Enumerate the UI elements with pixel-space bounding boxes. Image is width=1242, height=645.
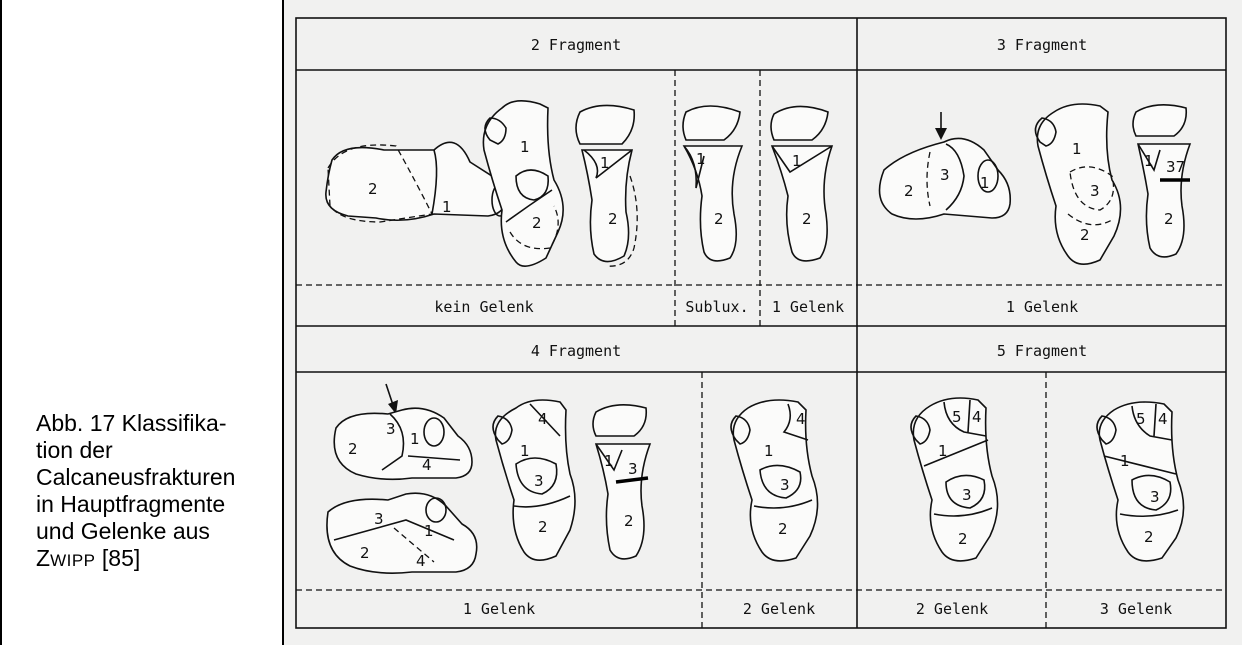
table-border-left	[0, 0, 2, 645]
num-2-k: 2	[538, 518, 548, 536]
num-4-a: 4	[422, 456, 432, 474]
footer-3-gelenk: 3 Gelenk	[1100, 600, 1172, 618]
num-1-k: 1	[520, 442, 530, 460]
num-2-n: 2	[958, 530, 968, 548]
num-2-a: 2	[368, 180, 378, 198]
author-smallcaps: WIPP	[50, 551, 95, 570]
drawing-2frag-dorsal: 1 2	[576, 105, 637, 266]
footer-sublux: Sublux.	[685, 298, 748, 316]
num-3-b: 3	[1090, 182, 1100, 200]
num-2-h: 2	[1164, 210, 1174, 228]
num-1-d: 1	[696, 150, 706, 168]
header-3-fragment: 3 Fragment	[997, 36, 1087, 54]
drawing-3frag-dorsal: 1 37 2	[1133, 105, 1190, 257]
header-5-fragment: 5 Fragment	[997, 342, 1087, 360]
footer-1-gelenk-c: 1 Gelenk	[463, 600, 535, 618]
footer-2-gelenk-b: 2 Gelenk	[916, 600, 988, 618]
num-4-f: 4	[1158, 410, 1168, 428]
drawing-sublux: 1 2	[683, 106, 742, 261]
figure-caption: Abb. 17 Klassifika- tion der Calcaneusfr…	[36, 410, 282, 574]
num-2-l: 2	[624, 512, 634, 530]
num-2-i: 2	[348, 440, 358, 458]
caption-line-6: ZWIPP [85]	[36, 545, 282, 574]
caption-line-4: in Hauptfragmente	[36, 491, 282, 518]
num-2-j: 2	[360, 544, 370, 562]
num-3-c: 3	[386, 420, 396, 438]
drawing-2frag-lateral: 2 1	[326, 142, 508, 222]
drawing-5frag-3gelenk: 5 4 1 3 2	[1097, 402, 1184, 561]
caption-line-2: tion der	[36, 437, 282, 464]
num-5-a: 5	[952, 408, 962, 426]
num-1-l: 1	[604, 452, 614, 470]
drawing-4frag-lateral-bottom: 3 2 1 4	[327, 493, 477, 573]
drawing-4frag-axial: 4 1 3 2	[493, 400, 575, 560]
drawing-5frag-2gelenk: 5 4 1 3 2	[911, 398, 998, 561]
classification-figure: 2 Fragment 3 Fragment 4 Fragment 5 Fragm…	[284, 0, 1242, 645]
footer-1-gelenk-b: 1 Gelenk	[1006, 298, 1078, 316]
footer-2-gelenk-a: 2 Gelenk	[743, 600, 815, 618]
num-3-h: 3	[962, 486, 972, 504]
num-1-n: 1	[938, 442, 948, 460]
num-2-f: 2	[904, 182, 914, 200]
num-1-g: 1	[1072, 140, 1082, 158]
header-4-fragment: 4 Fragment	[531, 342, 621, 360]
num-1-e: 1	[792, 152, 802, 170]
caption-line-5: und Gelenke aus	[36, 518, 282, 545]
num-2-b: 2	[532, 214, 542, 232]
num-1-i: 1	[410, 430, 420, 448]
num-1-f: 1	[980, 174, 990, 192]
num-2-m: 2	[778, 520, 788, 538]
header-2-fragment: 2 Fragment	[531, 36, 621, 54]
reference-number: [85]	[96, 545, 141, 571]
num-1-h: 1	[1144, 152, 1154, 170]
footer-1-gelenk-a: 1 Gelenk	[772, 298, 844, 316]
num-1-m: 1	[764, 442, 774, 460]
caption-column: Abb. 17 Klassifika- tion der Calcaneusfr…	[0, 0, 283, 645]
num-4-b: 4	[416, 552, 426, 570]
num-37: 37	[1166, 158, 1185, 176]
num-3-i: 3	[1150, 488, 1160, 506]
drawing-2frag-axial: 1 2	[483, 101, 563, 266]
footer-kein-gelenk: kein Gelenk	[434, 298, 533, 316]
drawing-3frag-lateral: 2 3 1	[880, 112, 1011, 219]
num-2-e: 2	[802, 210, 812, 228]
author-initial: Z	[36, 545, 50, 571]
num-3-f: 3	[628, 460, 638, 478]
num-3-e: 3	[534, 472, 544, 490]
num-5-b: 5	[1136, 410, 1146, 428]
caption-line-1: Abb. 17 Klassifika-	[36, 410, 282, 437]
num-1-a: 1	[442, 198, 452, 216]
num-2-o: 2	[1144, 528, 1154, 546]
drawing-4frag-2gelenk: 4 1 3 2	[731, 400, 818, 561]
num-1-j: 1	[424, 522, 434, 540]
num-2-c: 2	[608, 210, 618, 228]
num-2-g: 2	[1080, 226, 1090, 244]
classification-diagram: 2 Fragment 3 Fragment 4 Fragment 5 Fragm…	[284, 0, 1242, 645]
drawing-4frag-dorsal: 1 3 2	[593, 405, 650, 559]
drawing-1-gelenk-a: 1 2	[771, 106, 832, 260]
num-4-e: 4	[972, 408, 982, 426]
drawing-4frag-lateral-top: 2 3 1 4	[334, 384, 472, 479]
num-4-d: 4	[796, 410, 806, 428]
num-1-b: 1	[520, 138, 530, 156]
num-3-g: 3	[780, 476, 790, 494]
num-1-o: 1	[1120, 452, 1130, 470]
num-3-a: 3	[940, 166, 950, 184]
num-3-d: 3	[374, 510, 384, 528]
num-4-c: 4	[538, 410, 548, 428]
caption-line-3: Calcaneusfrakturen	[36, 464, 282, 491]
drawing-3frag-axial: 1 3 2	[1035, 104, 1120, 264]
num-1-c: 1	[600, 154, 610, 172]
num-2-d: 2	[714, 210, 724, 228]
